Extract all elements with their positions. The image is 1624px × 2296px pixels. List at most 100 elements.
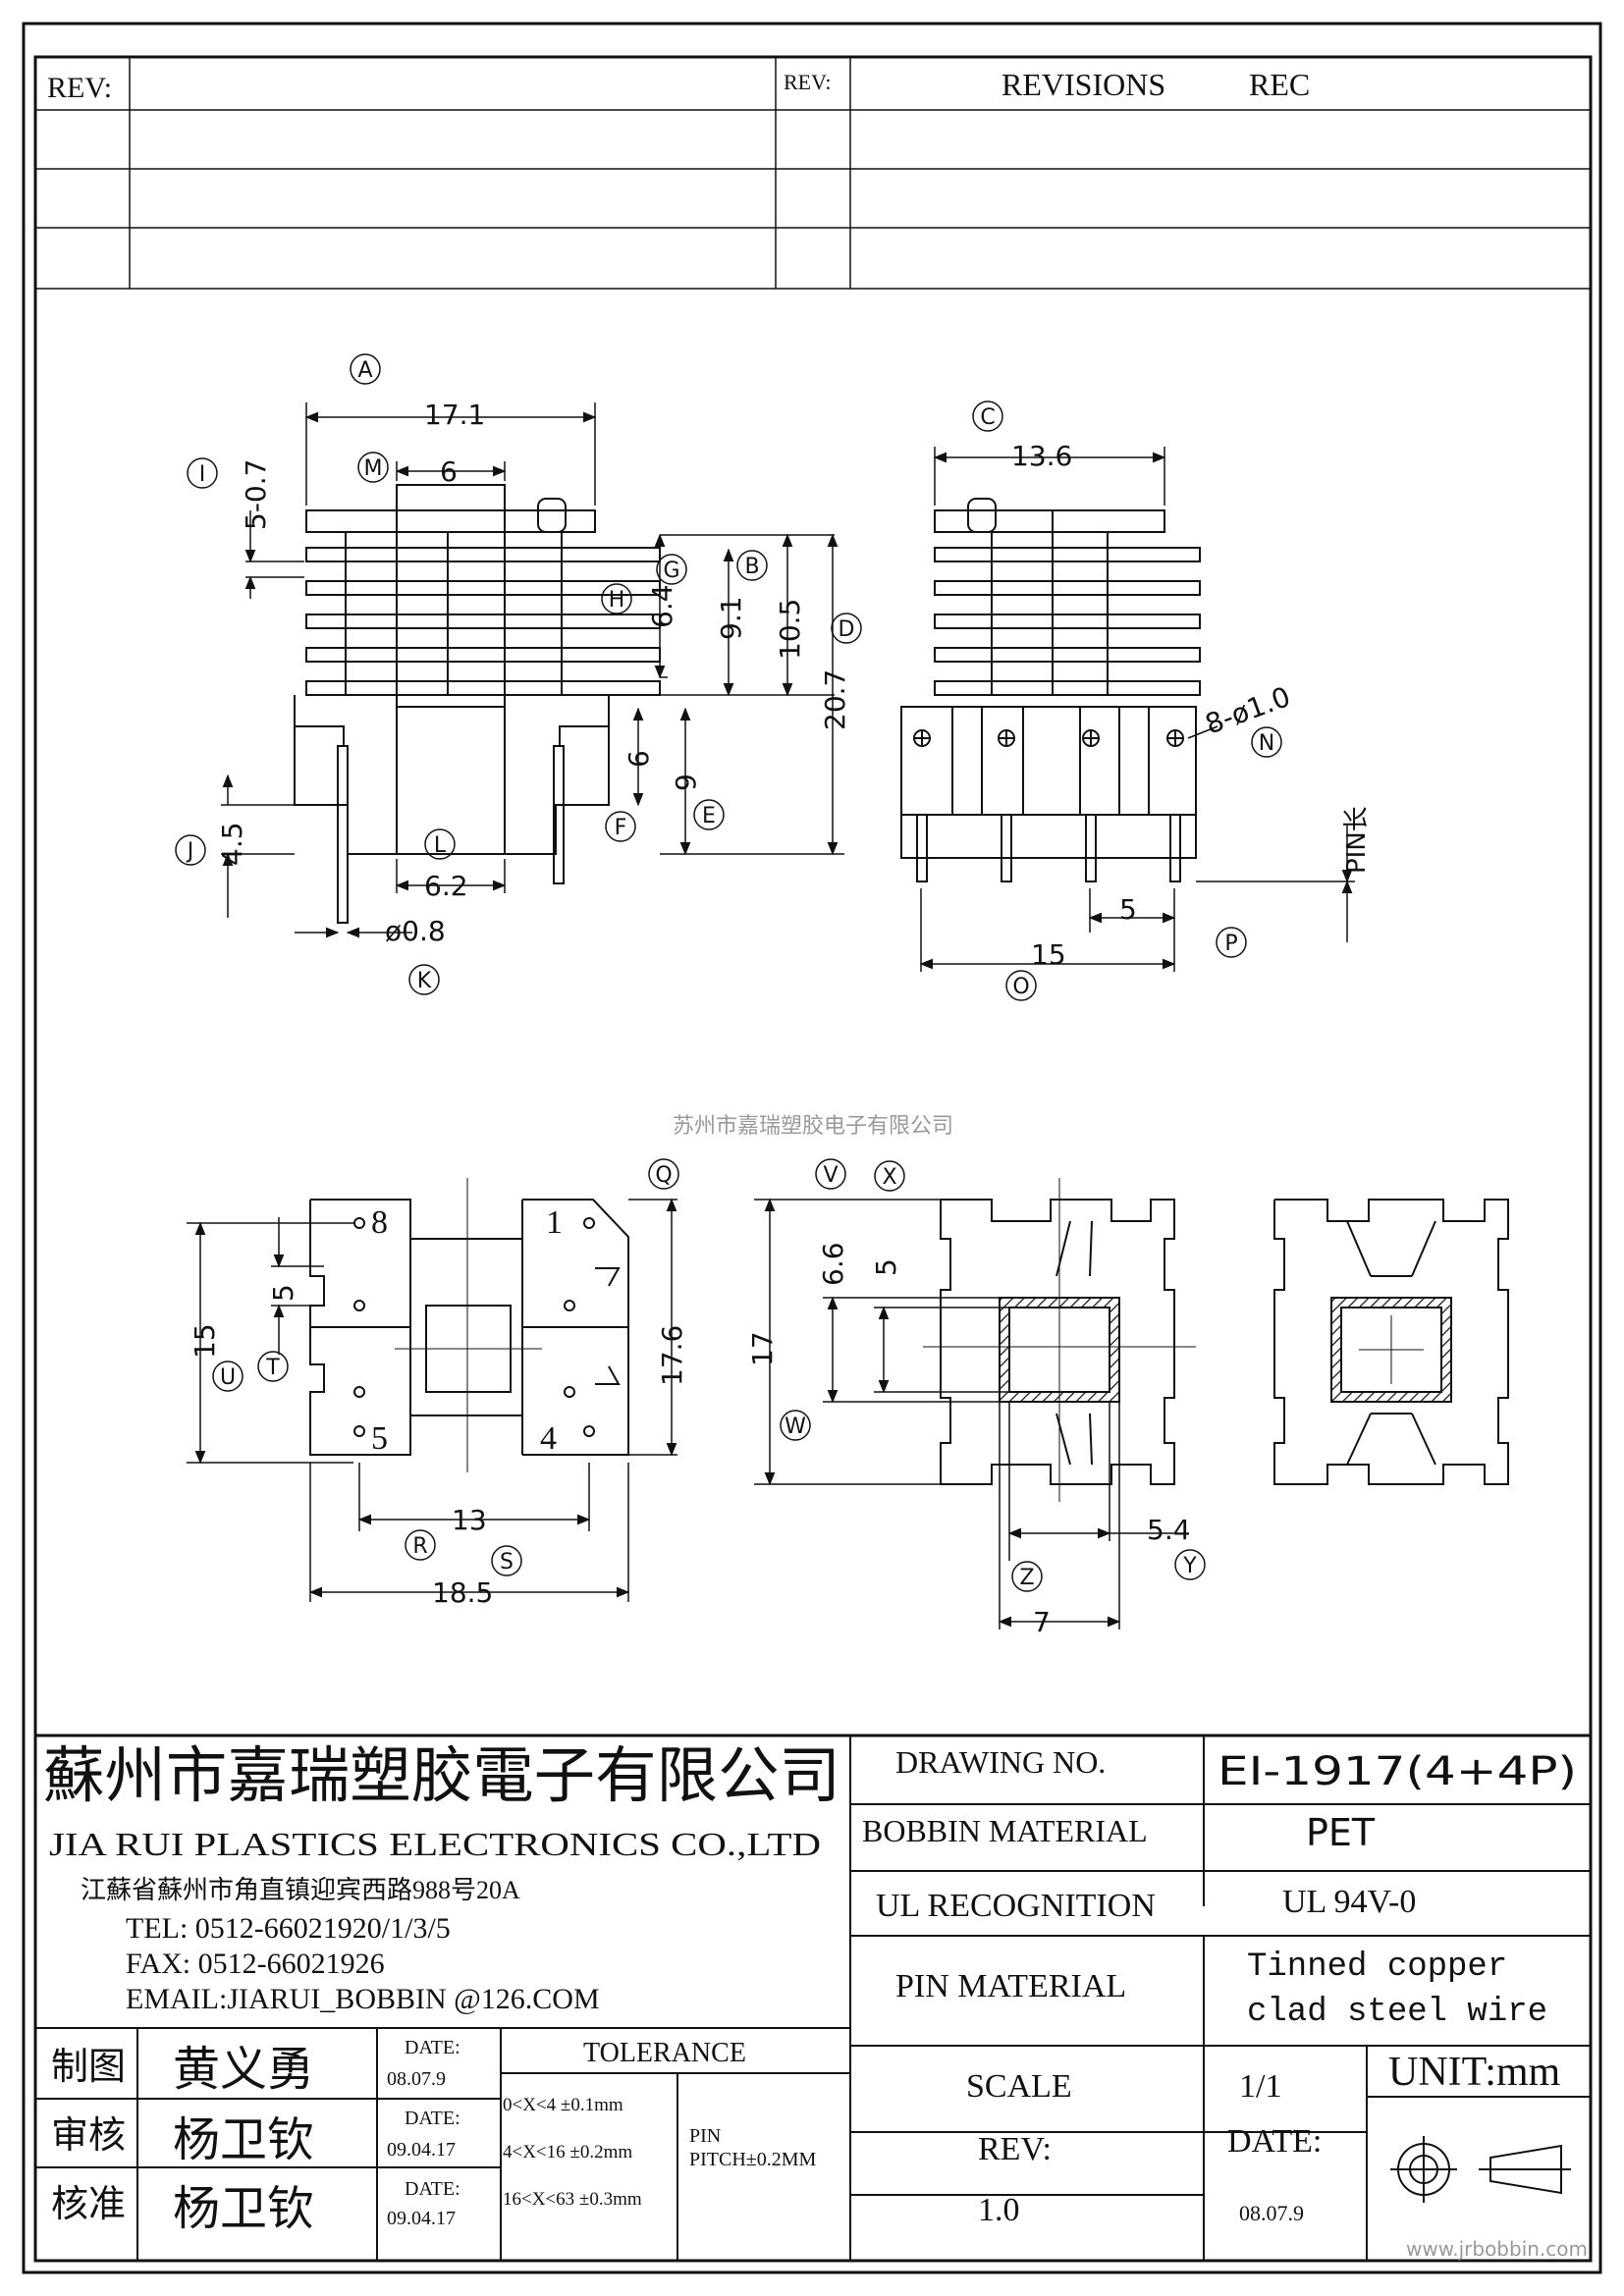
date-drawn: 08.07.9 (387, 2068, 446, 2090)
scale-value: 1/1 (1239, 2068, 1281, 2105)
footer-url: www.jrbobbin.com (1406, 2237, 1588, 2261)
marker-b: B (744, 555, 759, 579)
pin-pitch-line-2: PITCH±0.2MM (689, 2149, 817, 2170)
dim-a-slot: 6 (440, 455, 458, 488)
tolerance-header: TOLERANCE (583, 2038, 746, 2068)
marker-j: J (186, 839, 194, 864)
marker-n: N (1259, 731, 1274, 756)
dim-q-5: 5 (267, 1284, 299, 1302)
dim-a-b: 9.1 (715, 596, 747, 640)
date-label: DATE: (1227, 2123, 1322, 2160)
watermark-company: 苏州市嘉瑞塑胶电子有限公司 (673, 1114, 953, 1139)
dim-q-15: 15 (189, 1323, 221, 1359)
inner-border (33, 55, 1593, 2263)
marker-v: V (823, 1163, 838, 1188)
ul-recognition-value: UL 94V-0 (1282, 1884, 1416, 1920)
date-approved: 09.04.17 (387, 2208, 456, 2229)
marker-d: D (839, 617, 855, 642)
rev-label-left: REV: (47, 72, 112, 104)
role-approved: 核准 (51, 2184, 126, 2225)
marker-o: O (1012, 975, 1029, 999)
company-address: 江蘇省蘇州市角直镇迎宾西路988号20A (81, 1876, 520, 1904)
pin-5-label: 5 (371, 1420, 388, 1457)
date-checked: 09.04.17 (387, 2139, 456, 2161)
view-q-centerlines (395, 1178, 542, 1472)
marker-u: U (220, 1365, 236, 1390)
dim-c-width: 13.6 (1011, 440, 1072, 472)
date-label-checked: DATE: (405, 2108, 460, 2129)
pin-material-label: PIN MATERIAL (895, 1968, 1126, 2004)
view-a-dimensions (221, 402, 844, 938)
view-q-bottom (309, 1199, 629, 1456)
marker-h: H (609, 588, 625, 613)
dim-v-7: 7 (1033, 1606, 1051, 1638)
dim-a-c: 10.5 (774, 599, 806, 660)
drawing-no-label: DRAWING NO. (895, 1744, 1106, 1780)
pin-4-label: 4 (540, 1420, 557, 1457)
dim-c-span: 15 (1031, 938, 1066, 971)
dim-a-e: 9 (670, 774, 702, 791)
view-a-markers (175, 353, 862, 995)
name-drawn: 黄义勇 (173, 2044, 314, 2096)
marker-z: Z (1019, 1566, 1034, 1590)
dim-a-j: 4.5 (216, 822, 248, 866)
marker-g: G (663, 559, 679, 583)
unit-label: UNIT:mm (1388, 2050, 1561, 2095)
name-approved: 杨卫钦 (173, 2183, 314, 2235)
company-tel: TEL: 0512-66021920/1/3/5 (126, 1912, 451, 1945)
dim-q-13: 13 (452, 1504, 487, 1536)
pin-material-line-1: Tinned copper (1247, 1949, 1507, 1986)
dim-a-g: 6.4 (646, 584, 678, 628)
dim-a-l: 6.2 (424, 870, 468, 902)
tolerance-row-1: 0<X<4 ±0.1mm (503, 2095, 623, 2115)
marker-w: W (785, 1415, 806, 1439)
marker-k: K (417, 969, 432, 993)
view-v2-centerlines (1359, 1315, 1424, 1384)
rev-value: 1.0 (978, 2192, 1020, 2228)
dim-a-width: 17.1 (424, 399, 485, 431)
tolerance-row-3: 16<X<63 ±0.3mm (503, 2189, 642, 2210)
marker-r: R (412, 1534, 427, 1559)
view-c-markers (972, 400, 1282, 1001)
rev-label: REV: (978, 2131, 1052, 2167)
company-fax: FAX: 0512-66021926 (126, 1948, 385, 1980)
pin-length-label: PIN长 (1342, 806, 1372, 874)
dim-c-pitch: 5 (1119, 893, 1137, 926)
dim-a-k: ø0.8 (385, 915, 446, 947)
company-email: EMAIL:JIARUI_BOBBIN @126.COM (126, 1983, 600, 2015)
marker-a: A (357, 358, 372, 383)
marker-l: L (434, 833, 447, 858)
marker-p: P (1224, 932, 1237, 956)
date-label-approved: DATE: (405, 2178, 460, 2200)
ul-recognition-label: UL RECOGNITION (876, 1888, 1156, 1924)
revisions-header: REVISIONS (1001, 67, 1165, 102)
scale-label: SCALE (966, 2068, 1072, 2105)
pin-pitch-line-1: PIN (689, 2125, 721, 2147)
bobbin-material-label: BOBBIN MATERIAL (862, 1813, 1148, 1848)
pin-1-label: 1 (546, 1204, 563, 1241)
dim-a-f: 6 (623, 750, 655, 768)
marker-f: F (615, 816, 627, 840)
dim-v-6-6: 6.6 (817, 1242, 849, 1286)
name-checked: 杨卫钦 (173, 2114, 314, 2166)
view-a-front (294, 484, 661, 924)
view-c-side (900, 498, 1201, 882)
date-label-drawn: DATE: (405, 2037, 460, 2058)
marker-e: E (702, 804, 716, 828)
dim-q-17-6: 17.6 (656, 1325, 688, 1386)
view-a-marker-letters: A M I G B H D F E J L K (186, 358, 855, 993)
marker-q: Q (655, 1163, 672, 1188)
company-name-en: JIA RUI PLASTICS ELECTRONICS CO.,LTD (49, 1827, 821, 1863)
marker-i: I (199, 462, 206, 487)
marker-m: M (364, 456, 383, 481)
dim-a-d: 20.7 (819, 669, 851, 730)
dim-a-top: 5-0.7 (240, 459, 272, 530)
date-value: 08.07.9 (1239, 2201, 1304, 2225)
rec-header: REC (1249, 67, 1310, 102)
view-q-dimensions (187, 1198, 677, 1602)
view-v-centerlines (923, 1178, 1196, 1502)
view-v-top (940, 1199, 1175, 1485)
bobbin-material-value: PET (1306, 1811, 1376, 1854)
view-v-dimensions (754, 1198, 1174, 1629)
